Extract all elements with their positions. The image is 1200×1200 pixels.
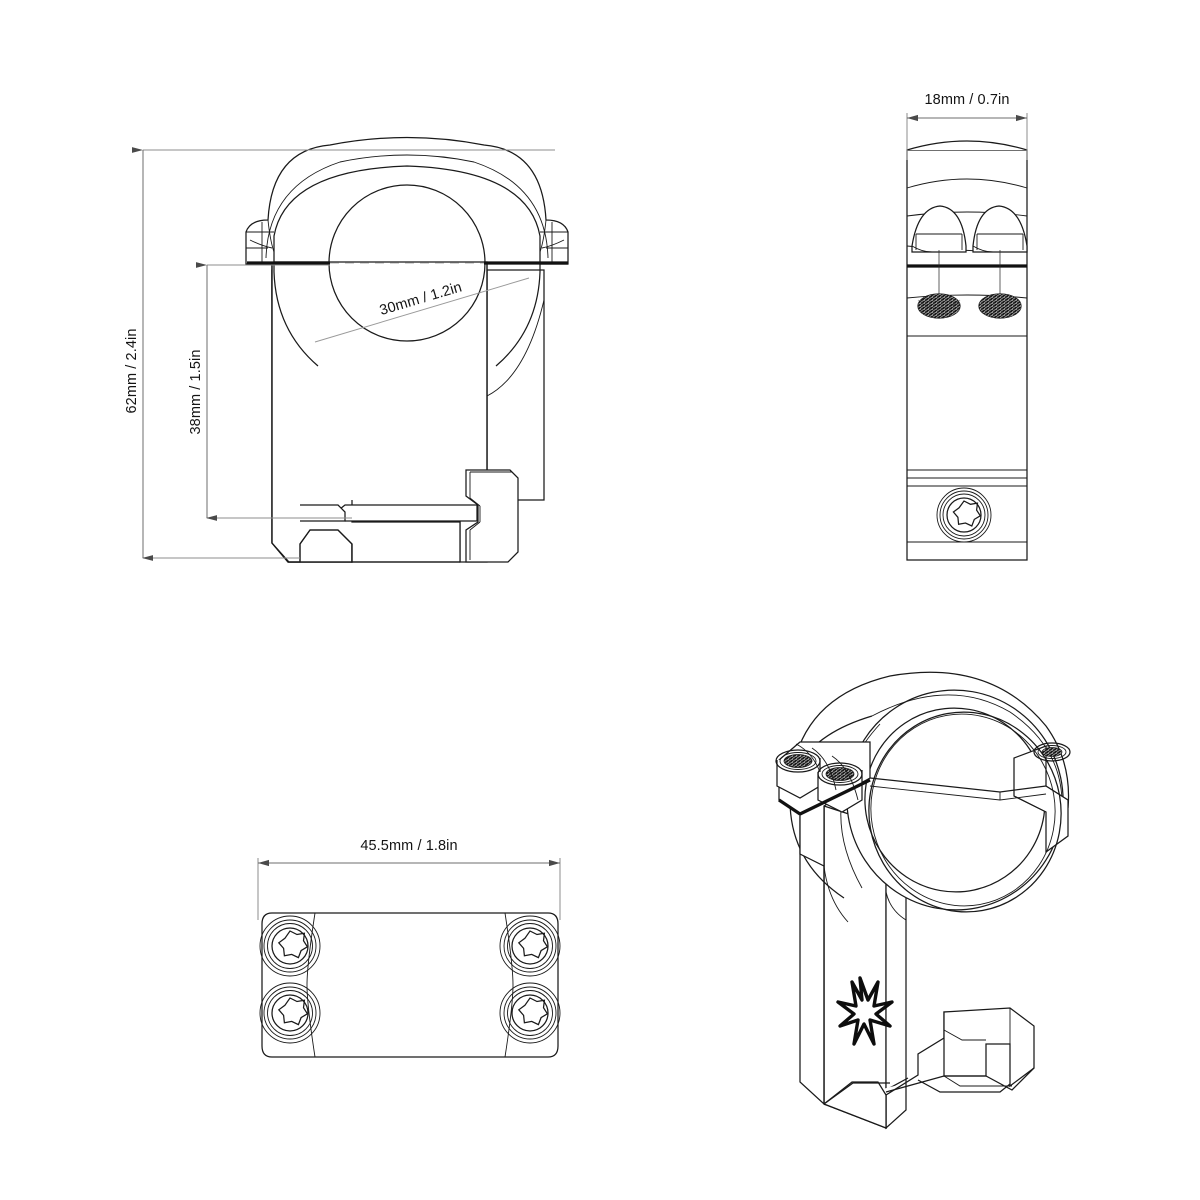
bolt-thread-left (917, 293, 961, 319)
dim-label-width-overall: 18mm / 0.7in (924, 92, 1009, 108)
clamp-bolt-bosses (911, 205, 1028, 253)
bolt-thread-right (978, 293, 1022, 319)
top-plan-view: 45.5mm / 1.8in (257, 838, 561, 1058)
ring-cap (245, 136, 569, 265)
dimension-width-overall: 18mm / 0.7in (906, 92, 1028, 160)
scope-bore-3d (868, 711, 1062, 913)
ring-body-left (273, 264, 319, 367)
dim-label-length-overall: 45.5mm / 1.8in (360, 838, 457, 854)
ring-body-right (495, 264, 541, 367)
vortex-x-logo (836, 976, 894, 1046)
dim-label-height-center: 38mm / 1.5in (188, 349, 204, 434)
torx-screw-top-right (499, 915, 561, 977)
front-elevation-view: 62mm / 2.4in 38mm / 1.5in 30mm / 1.2in (124, 136, 569, 563)
torx-screw-bottom-right (499, 982, 561, 1044)
side-elevation-view: 18mm / 0.7in (906, 92, 1028, 561)
clamp-screws-3d (775, 749, 863, 813)
dimension-length-overall: 45.5mm / 1.8in (257, 838, 561, 920)
torx-screw-bottom-left (259, 982, 321, 1044)
dim-label-height-overall: 62mm / 2.4in (124, 328, 140, 413)
dimension-height-center: 38mm / 1.5in (188, 262, 352, 521)
torx-screw-top-left (259, 915, 321, 977)
torx-screw-side (936, 487, 992, 543)
rail-clamp-3d (885, 1007, 1035, 1093)
isometric-3d-view (775, 671, 1071, 1130)
rail-clamp (288, 469, 519, 563)
dimension-height-overall: 62mm / 2.4in (124, 147, 555, 561)
